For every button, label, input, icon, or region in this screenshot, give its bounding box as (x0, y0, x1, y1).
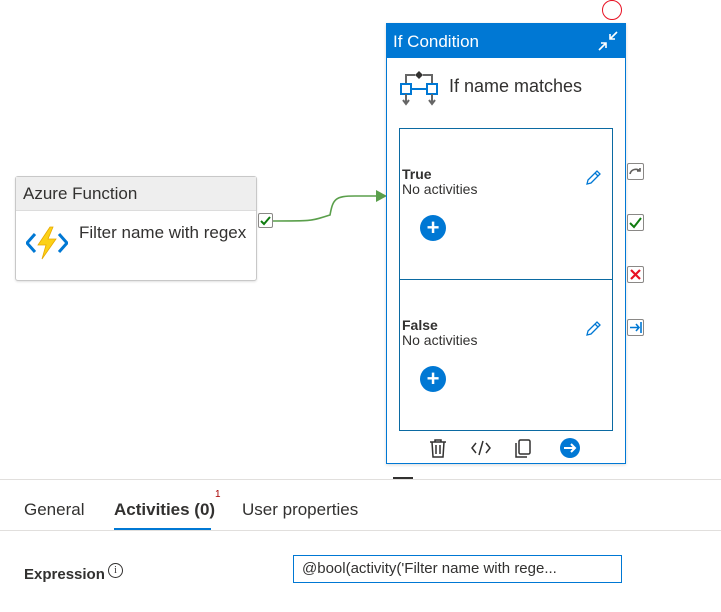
code-icon[interactable] (470, 437, 492, 459)
active-tab-indicator (114, 528, 211, 530)
true-branch[interactable]: True No activities + (399, 128, 613, 280)
copy-icon[interactable] (512, 437, 534, 459)
success-icon[interactable] (627, 214, 644, 231)
if-condition-activity[interactable]: If Condition If name matches True No act… (386, 23, 626, 464)
azure-function-activity[interactable]: Azure Function Filter name with regex (15, 176, 257, 281)
tab-error-count-badge: 1 (215, 489, 221, 500)
collapse-icon[interactable] (597, 30, 619, 52)
branch-subtitle: No activities (402, 181, 478, 197)
activity-type-label: If Condition (387, 24, 625, 58)
activity-name: If name matches (449, 76, 583, 96)
skip-icon[interactable] (627, 163, 644, 180)
panel-divider (0, 479, 721, 480)
edit-pencil-icon[interactable] (584, 320, 602, 338)
connector-line (272, 190, 387, 222)
tab-general[interactable]: General (24, 500, 85, 519)
branch-title: True (402, 166, 432, 182)
branch-title: False (402, 317, 438, 333)
activity-toolbar (387, 429, 625, 463)
tab-user-properties[interactable]: User properties (242, 500, 359, 519)
branch-subtitle: No activities (402, 332, 478, 348)
activity-type-label: Azure Function (16, 177, 256, 211)
azure-function-lightning-icon (24, 225, 70, 261)
add-activity-button[interactable]: + (420, 215, 446, 241)
tab-activities[interactable]: Activities (0) (114, 500, 216, 519)
edit-pencil-icon[interactable] (584, 169, 602, 187)
false-branch[interactable]: False No activities + (399, 279, 613, 431)
delete-icon[interactable] (427, 437, 449, 459)
tab-divider (0, 530, 721, 531)
highlight-circle (602, 0, 622, 20)
activity-name: Filter name with regex (79, 223, 247, 242)
go-to-icon[interactable] (559, 437, 581, 459)
failure-icon[interactable] (627, 266, 644, 283)
expression-field[interactable]: @bool(activity('Filter name with rege... (293, 555, 622, 583)
info-icon[interactable]: i (108, 563, 123, 578)
if-condition-branch-icon (399, 70, 439, 108)
completion-icon[interactable] (627, 319, 644, 336)
panel-resize-handle[interactable] (393, 477, 413, 479)
add-activity-button[interactable]: + (420, 366, 446, 392)
expression-label: Expression (24, 566, 105, 583)
success-icon[interactable] (258, 213, 273, 228)
